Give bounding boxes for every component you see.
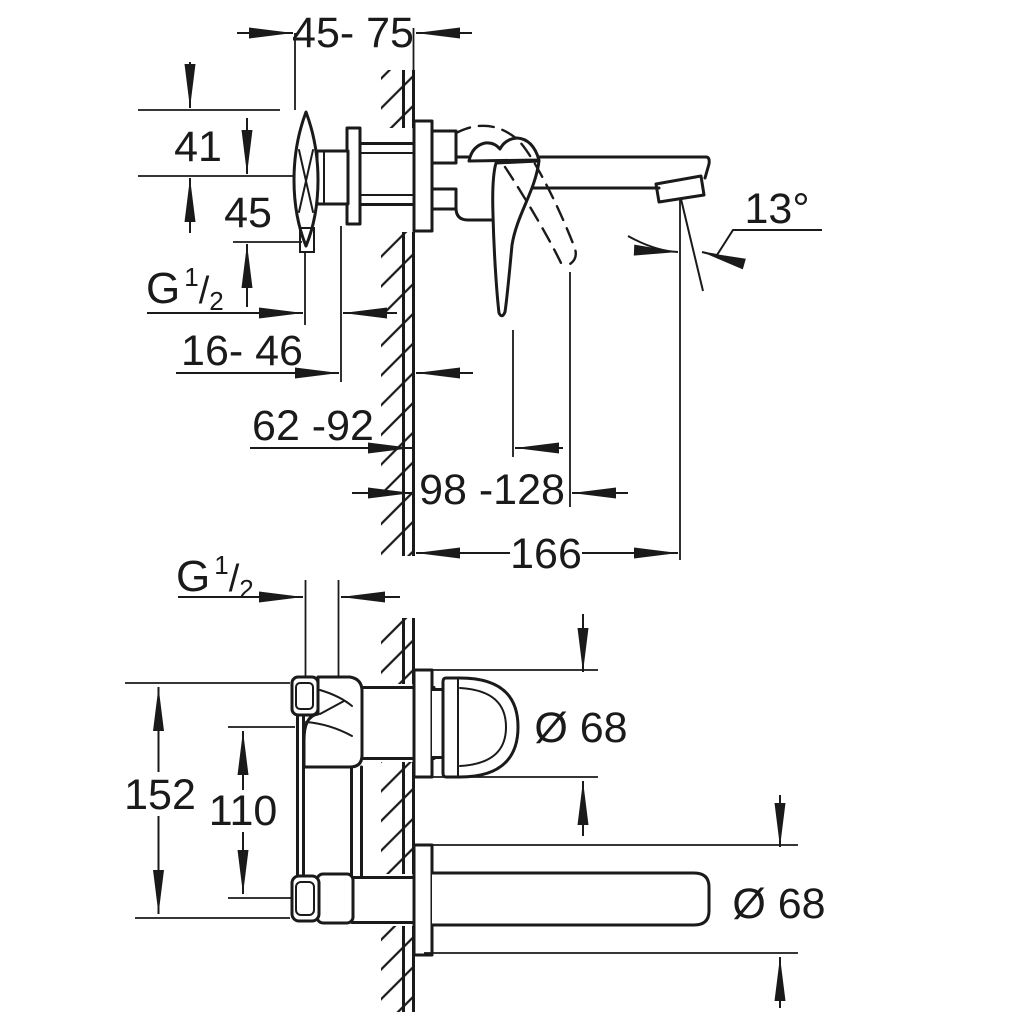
- dim-41: 41: [174, 62, 222, 233]
- lever-cap: [467, 136, 541, 163]
- lever-open-position: [454, 124, 577, 266]
- dim-dia68-handle-label: Ø 68: [534, 704, 627, 752]
- inlet-port-lower: [290, 874, 321, 923]
- dim-98-128-label: 98 -128: [419, 466, 565, 514]
- body-stub-upper: [430, 129, 458, 165]
- body-stub-lower: [430, 187, 458, 211]
- dim-16-46: 16- 46: [176, 327, 473, 379]
- dim-dia68-spout: Ø 68: [732, 795, 826, 1008]
- lower-collar: [315, 872, 355, 925]
- dim-152-label: 152: [124, 771, 196, 819]
- dim-16-46-label: 16- 46: [181, 327, 303, 375]
- wall-hatch: [381, 70, 413, 128]
- dim-98-128: 98 -128: [352, 466, 628, 514]
- thread-stub: [299, 227, 315, 253]
- wall-hatch: [381, 618, 413, 684]
- dim-angle-13: 13°: [627, 185, 822, 292]
- dim-dia68-handle: Ø 68: [534, 614, 628, 836]
- extension-lines: [125, 580, 798, 954]
- escutcheon-spout: [412, 843, 434, 957]
- wall-section: [381, 70, 415, 556]
- dim-45-75: 45- 75: [237, 9, 472, 57]
- dim-45-75-label: 45- 75: [292, 9, 414, 57]
- dim-dia68-spout-label: Ø 68: [732, 880, 825, 928]
- lever-handle: [467, 136, 541, 318]
- dim-110: 110: [209, 731, 278, 894]
- dim-13deg-label: 13°: [744, 185, 809, 233]
- lever-blade: [491, 159, 541, 318]
- concealed-body: [292, 110, 435, 253]
- escutcheon-plate: [412, 119, 434, 233]
- dim-62-92-label: 62 -92: [252, 402, 374, 450]
- dim-166-label: 166: [510, 530, 582, 578]
- handle-dome: [430, 676, 520, 779]
- angle-leader: [716, 229, 822, 256]
- wall-hatch: [381, 232, 413, 556]
- wall-hatch: [381, 762, 413, 874]
- aerator-tip: [654, 174, 706, 204]
- dim-45-label: 45: [224, 189, 272, 237]
- dim-152: 152: [124, 687, 196, 914]
- wall-hatch: [381, 926, 413, 1012]
- dim-110-label: 110: [209, 787, 278, 835]
- escutcheon-handle: [412, 668, 434, 779]
- spout-tube: [430, 871, 711, 927]
- dim-45: 45: [224, 118, 272, 307]
- angle-reference-line: [680, 198, 704, 292]
- inlet-port-upper: [290, 675, 320, 717]
- extension-lines: [138, 28, 681, 560]
- dim-166: 166: [416, 530, 678, 578]
- body-block: [315, 149, 350, 206]
- dim-62-92: 62 -92: [250, 402, 563, 454]
- wall-section: [381, 618, 415, 1012]
- rough-in-body: [290, 675, 436, 925]
- dim-41-label: 41: [174, 123, 222, 171]
